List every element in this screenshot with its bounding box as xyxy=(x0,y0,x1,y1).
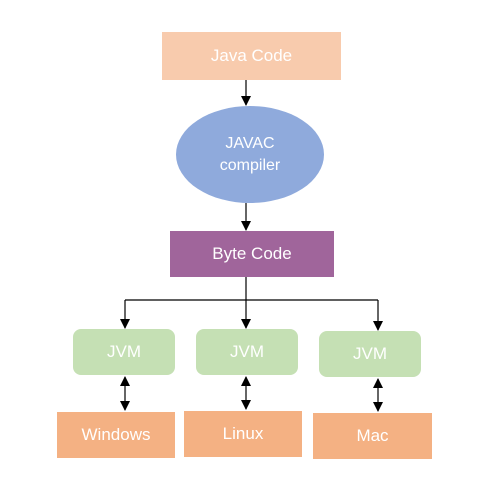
node-jvm-2: JVM xyxy=(196,329,298,375)
node-byte-code: Byte Code xyxy=(170,231,334,277)
node-os-linux: Linux xyxy=(184,411,302,457)
node-javac-compiler: JAVAC compiler xyxy=(176,106,324,203)
node-jvm-3-label: JVM xyxy=(353,344,387,363)
node-os-mac: Mac xyxy=(313,413,432,459)
node-os-mac-label: Mac xyxy=(356,426,389,445)
node-os-linux-label: Linux xyxy=(222,424,264,443)
node-jvm-1-label: JVM xyxy=(107,342,141,361)
node-javac-label-line1: JAVAC xyxy=(225,134,275,152)
node-jvm-3: JVM xyxy=(319,331,421,377)
node-java-code: Java Code xyxy=(162,32,341,80)
node-os-windows: Windows xyxy=(57,412,175,458)
node-java-code-label: Java Code xyxy=(210,46,293,65)
node-jvm-2-label: JVM xyxy=(230,342,264,361)
node-jvm-1: JVM xyxy=(73,329,175,375)
node-javac-label-line2: compiler xyxy=(219,156,281,174)
node-byte-code-label: Byte Code xyxy=(212,244,292,263)
node-os-windows-label: Windows xyxy=(81,425,151,444)
